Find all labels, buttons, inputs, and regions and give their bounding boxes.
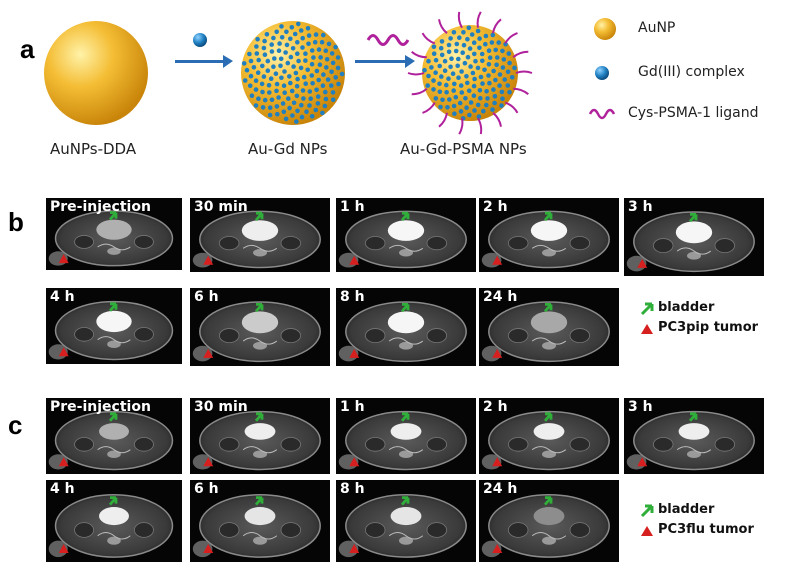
panel-c-scan-5: 4 h xyxy=(46,480,182,562)
reaction-arrow-2 xyxy=(355,55,415,68)
panel-c-scan-3: 2 h xyxy=(479,398,619,474)
panel-c-scan-8: 24 h xyxy=(479,480,619,562)
blue-dot-icon xyxy=(595,66,609,80)
aunp-dda-sphere-icon xyxy=(44,21,148,125)
panel-b-scan-8: 24 h xyxy=(479,288,619,366)
panel-c-timepoint-label-7: 8 h xyxy=(340,481,365,497)
panel-b-timepoint-label-7: 8 h xyxy=(340,289,365,305)
panel-b-bladder-legend-icon xyxy=(640,302,654,316)
panel-b-scan-2: 1 h xyxy=(336,198,476,272)
panel-b-timepoint-label-0: Pre-injection xyxy=(50,199,151,215)
panel-c-scan-4: 3 h xyxy=(624,398,764,474)
panel-b-timepoint-label-2: 1 h xyxy=(340,199,365,215)
panel-c-timepoint-label-0: Pre-injection xyxy=(50,399,151,415)
panel-b-timepoint-label-3: 2 h xyxy=(483,199,508,215)
legend-cys-psma-ligand: Cys-PSMA-1 ligand xyxy=(628,105,759,121)
panel-c-legend-bladder: bladder xyxy=(658,502,715,517)
panel-c-tumor-legend-icon xyxy=(641,526,653,536)
panel-c-letter: c xyxy=(8,410,23,440)
reaction-arrow-1 xyxy=(175,55,233,68)
panel-b-scan-1: 30 min xyxy=(190,198,330,272)
panel-b-scan-0: Pre-injection xyxy=(46,198,182,270)
panel-b-scan-6: 6 h xyxy=(190,288,330,366)
panel-c-timepoint-label-5: 4 h xyxy=(50,481,75,497)
panel-c-legend-tumor: PC3flu tumor xyxy=(658,522,754,537)
panel-c-timepoint-label-3: 2 h xyxy=(483,399,508,415)
panel-c-scan-6: 6 h xyxy=(190,480,330,562)
caption-au-gd-psma-nps: Au-Gd-PSMA NPs xyxy=(400,140,527,158)
panel-c-bladder-legend-icon xyxy=(640,504,654,518)
panel-c-scan-7: 8 h xyxy=(336,480,476,562)
gold-sphere-icon xyxy=(594,18,616,40)
panel-b-letter: b xyxy=(8,207,24,237)
panel-b-scan-7: 8 h xyxy=(336,288,476,366)
panel-b-tumor-legend-icon xyxy=(641,324,653,334)
panel-b-timepoint-label-1: 30 min xyxy=(194,199,248,215)
legend-aunp: AuNP xyxy=(638,20,676,36)
panel-b-timepoint-label-6: 6 h xyxy=(194,289,219,305)
panel-c-timepoint-label-8: 24 h xyxy=(483,481,518,497)
panel-b-legend-tumor: PC3pip tumor xyxy=(658,320,759,335)
purple-wave-icon xyxy=(588,108,616,120)
panel-c-timepoint-label-4: 3 h xyxy=(628,399,653,415)
ligand-reagent-icon xyxy=(366,34,410,46)
caption-au-gd-nps: Au-Gd NPs xyxy=(248,140,328,158)
panel-c-scan-2: 1 h xyxy=(336,398,476,474)
panel-c-scan-0: Pre-injection xyxy=(46,398,182,474)
panel-b-legend-bladder: bladder xyxy=(658,300,715,315)
panel-b-timepoint-label-4: 3 h xyxy=(628,199,653,215)
panel-c-timepoint-label-1: 30 min xyxy=(194,399,248,415)
legend-gd-complex: Gd(III) complex xyxy=(638,64,745,80)
gd-reagent-icon xyxy=(193,33,207,47)
panel-a-letter: a xyxy=(20,34,35,64)
panel-c-scan-1: 30 min xyxy=(190,398,330,474)
panel-b-scan-5: 4 h xyxy=(46,288,182,364)
panel-b-scan-4: 3 h xyxy=(624,198,764,276)
panel-b-timepoint-label-8: 24 h xyxy=(483,289,518,305)
panel-c-timepoint-label-2: 1 h xyxy=(340,399,365,415)
panel-b-scan-3: 2 h xyxy=(479,198,619,272)
panel-b-timepoint-label-5: 4 h xyxy=(50,289,75,305)
caption-aunps-dda: AuNPs-DDA xyxy=(50,140,137,158)
panel-a-schematic xyxy=(44,11,616,135)
panel-c-timepoint-label-6: 6 h xyxy=(194,481,219,497)
